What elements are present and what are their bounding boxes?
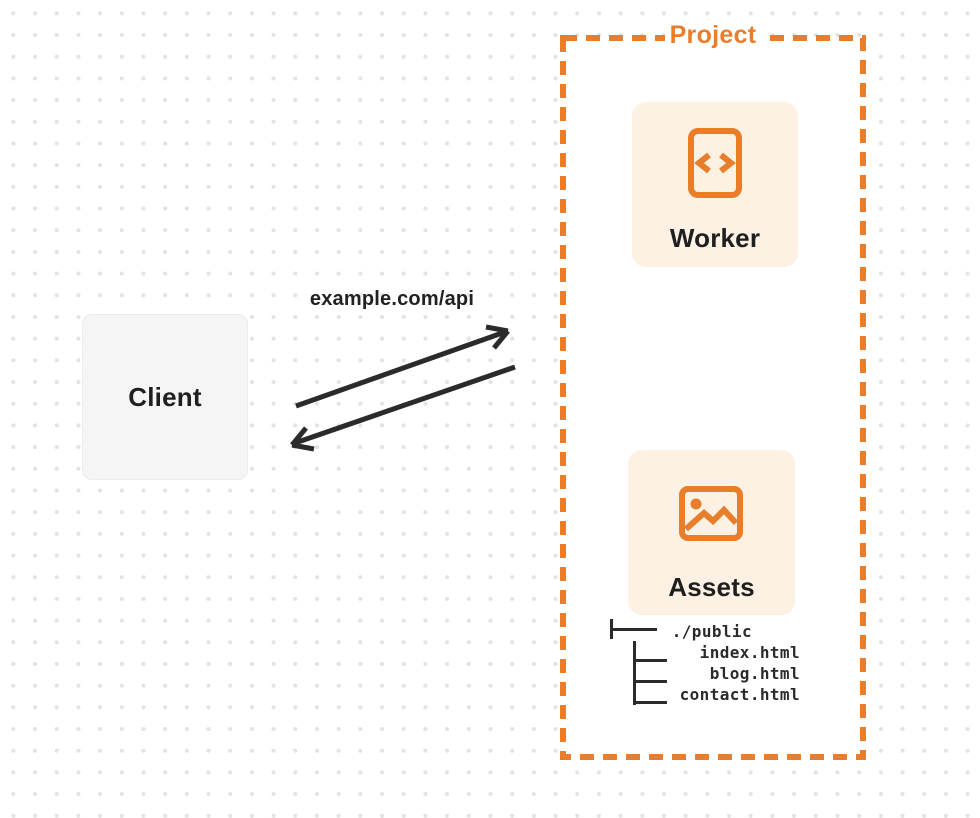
code-document-icon — [688, 128, 742, 198]
tree-branch-tick — [633, 641, 636, 663]
assets-node[interactable]: Assets — [628, 450, 795, 615]
response-arrow — [290, 364, 516, 452]
request-arrow — [295, 324, 510, 409]
tree-branch-line — [634, 659, 667, 662]
tree-file: blog.html — [709, 664, 800, 683]
tree-branch-line — [634, 701, 667, 704]
client-label: Client — [128, 381, 202, 412]
request-url-label: example.com/api — [309, 288, 475, 310]
tree-branch-line — [610, 628, 657, 631]
tree-root-folder: ./public — [671, 622, 752, 641]
assets-label: Assets — [668, 572, 755, 602]
tree-file: contact.html — [679, 685, 800, 704]
client-node[interactable]: Client — [82, 314, 248, 480]
tree-branch-tick — [633, 662, 636, 684]
tree-branch-tick — [633, 683, 636, 705]
tree-file: index.html — [699, 643, 800, 662]
image-icon — [679, 486, 743, 541]
tree-branch-line — [634, 680, 667, 683]
worker-node[interactable]: Worker — [632, 102, 798, 267]
worker-label: Worker — [669, 223, 761, 253]
